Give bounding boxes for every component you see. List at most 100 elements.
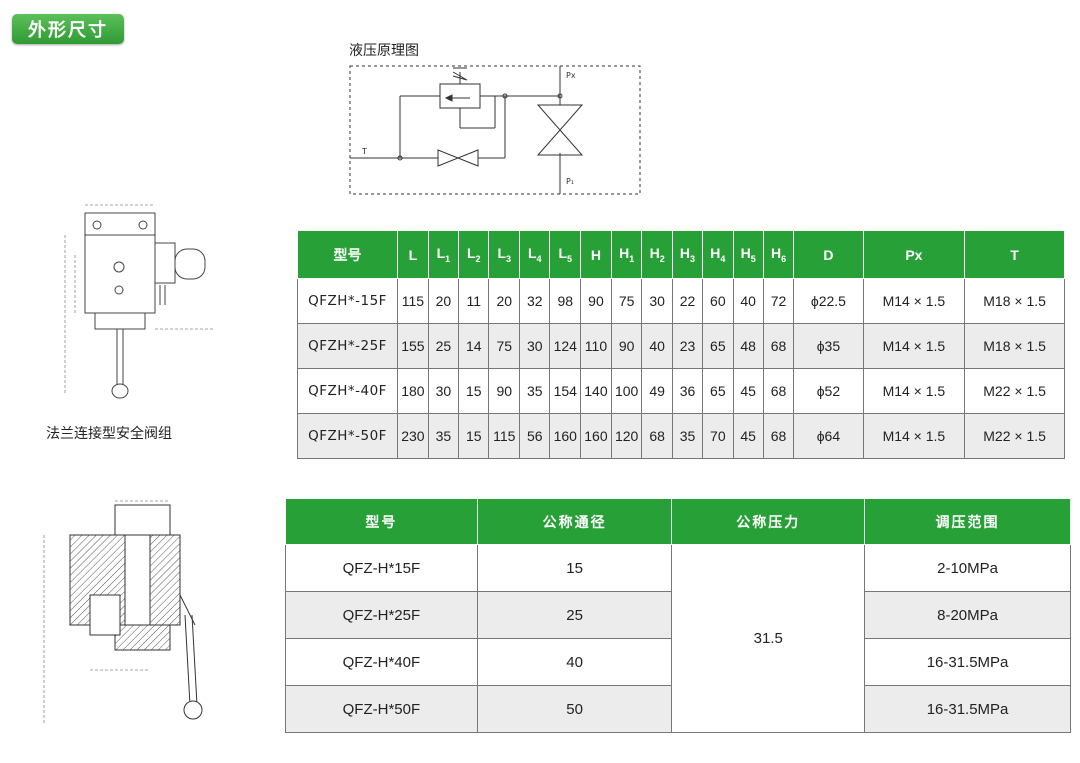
table-cell: 100 bbox=[610, 368, 643, 414]
table-row: QFZH*-15F 115 20 11 20 32 98 90 75 30 22… bbox=[296, 278, 1065, 324]
table-cell: 15 bbox=[458, 413, 490, 459]
col-header: H4 bbox=[702, 230, 734, 279]
cell-nominal-pressure: 31.5 bbox=[671, 544, 866, 733]
table-cell: 20 bbox=[488, 278, 521, 324]
cell-bore: 25 bbox=[476, 591, 673, 639]
col-header: L1 bbox=[427, 230, 460, 279]
table-cell: 155 bbox=[397, 323, 429, 369]
table-cell: 90 bbox=[580, 278, 612, 324]
table-cell: 230 bbox=[397, 413, 429, 459]
table-cell: 98 bbox=[549, 278, 582, 324]
table-cell: 45 bbox=[732, 368, 764, 414]
table-cell: 35 bbox=[519, 368, 551, 414]
col-header: L bbox=[397, 230, 429, 279]
table-header-row: 型号 L L1 L2 L3 L4 L5 H H1 H2 H3 H4 H5 H6 … bbox=[296, 230, 1065, 279]
cell-model: QFZH*-15F bbox=[296, 278, 399, 324]
table-cell: 68 bbox=[762, 323, 795, 369]
table-cell: 68 bbox=[641, 413, 673, 459]
table-cell: 90 bbox=[488, 368, 521, 414]
cell-range: 16-31.5MPa bbox=[864, 638, 1071, 686]
table-cell: 30 bbox=[641, 278, 673, 324]
hydraulic-schematic: Px P₁ T bbox=[349, 65, 641, 195]
table-cell: ϕ35 bbox=[793, 323, 864, 369]
table-cell: M22 × 1.5 bbox=[964, 413, 1065, 459]
valve-caption: 法兰连接型安全阀组 bbox=[46, 426, 172, 442]
table-row: QFZ-H*40F 40 16-31.5MPa bbox=[285, 638, 1071, 686]
table-cell: 40 bbox=[732, 278, 764, 324]
table-cell: 90 bbox=[610, 323, 643, 369]
table-row: QFZH*-50F 230 35 15 115 56 160 160 120 6… bbox=[296, 413, 1065, 459]
table-cell: M14 × 1.5 bbox=[862, 278, 966, 324]
col-header: L2 bbox=[458, 230, 490, 279]
pressure-spec-table: 型号 公称通径 公称压力 调压范围 QFZ-H*15F 15 31.5 2-10… bbox=[285, 498, 1071, 733]
col-header: H3 bbox=[671, 230, 704, 279]
table-cell: 140 bbox=[580, 368, 612, 414]
col-header: 公称通径 bbox=[476, 498, 673, 545]
table-cell: 70 bbox=[702, 413, 734, 459]
table-row: QFZ-H*25F 25 8-20MPa bbox=[285, 591, 1071, 639]
table-cell: 23 bbox=[671, 323, 704, 369]
cell-bore: 40 bbox=[476, 638, 673, 686]
cell-model: QFZ-H*15F bbox=[285, 544, 478, 592]
table-cell: M14 × 1.5 bbox=[862, 323, 966, 369]
cell-model: QFZ-H*50F bbox=[285, 685, 478, 733]
col-header: H1 bbox=[610, 230, 643, 279]
valve-outline-drawing bbox=[64, 204, 215, 399]
table-cell: 68 bbox=[762, 413, 795, 459]
label-px: Px bbox=[566, 71, 576, 80]
table-cell: ϕ52 bbox=[793, 368, 864, 414]
col-header: L5 bbox=[549, 230, 582, 279]
table-cell: 115 bbox=[488, 413, 521, 459]
col-header: Px bbox=[862, 230, 966, 279]
table-cell: ϕ22.5 bbox=[793, 278, 864, 324]
cell-model: QFZ-H*25F bbox=[285, 591, 478, 639]
table-cell: 25 bbox=[427, 323, 460, 369]
col-header: 型号 bbox=[296, 230, 399, 279]
table-row: QFZH*-25F 155 25 14 75 30 124 110 90 40 … bbox=[296, 323, 1065, 369]
cell-model: QFZH*-50F bbox=[296, 413, 399, 459]
table-cell: 35 bbox=[671, 413, 704, 459]
table-cell: 72 bbox=[762, 278, 795, 324]
table-cell: 65 bbox=[702, 323, 734, 369]
table-cell: M22 × 1.5 bbox=[964, 368, 1065, 414]
table-cell: 22 bbox=[671, 278, 704, 324]
col-header: H bbox=[580, 230, 612, 279]
schematic-title: 液压原理图 bbox=[349, 43, 419, 59]
section-title: 外形尺寸 bbox=[12, 14, 124, 44]
col-header: L4 bbox=[519, 230, 551, 279]
table-cell: M18 × 1.5 bbox=[964, 278, 1065, 324]
dimension-table: 型号 L L1 L2 L3 L4 L5 H H1 H2 H3 H4 H5 H6 … bbox=[296, 230, 1065, 459]
table-cell: 154 bbox=[549, 368, 582, 414]
table-cell: 15 bbox=[458, 368, 490, 414]
valve-section-drawing bbox=[43, 500, 203, 725]
table-cell: 60 bbox=[702, 278, 734, 324]
cell-model: QFZH*-40F bbox=[296, 368, 399, 414]
table-cell: 180 bbox=[397, 368, 429, 414]
table-cell: 35 bbox=[427, 413, 460, 459]
cell-bore: 50 bbox=[476, 685, 673, 733]
table-cell: 14 bbox=[458, 323, 490, 369]
col-header: D bbox=[793, 230, 864, 279]
table-cell: 30 bbox=[519, 323, 551, 369]
table-cell: 45 bbox=[732, 413, 764, 459]
col-header: 公称压力 bbox=[671, 498, 866, 545]
table-cell: 65 bbox=[702, 368, 734, 414]
table-cell: 120 bbox=[610, 413, 643, 459]
table-cell: 56 bbox=[519, 413, 551, 459]
cell-range: 8-20MPa bbox=[864, 591, 1071, 639]
table-cell: 32 bbox=[519, 278, 551, 324]
col-header: H5 bbox=[732, 230, 764, 279]
table-cell: 160 bbox=[549, 413, 582, 459]
cell-bore: 15 bbox=[476, 544, 673, 592]
label-t: T bbox=[361, 147, 367, 156]
col-header: H2 bbox=[641, 230, 673, 279]
table-cell: 68 bbox=[762, 368, 795, 414]
col-header: 调压范围 bbox=[864, 498, 1071, 545]
cell-model: QFZ-H*40F bbox=[285, 638, 478, 686]
col-header: H6 bbox=[762, 230, 795, 279]
table-cell: 20 bbox=[427, 278, 460, 324]
table-row: QFZ-H*50F 50 16-31.5MPa bbox=[285, 685, 1071, 733]
label-p1: P₁ bbox=[566, 177, 574, 186]
table-cell: M14 × 1.5 bbox=[862, 413, 966, 459]
table-row: QFZH*-40F 180 30 15 90 35 154 140 100 49… bbox=[296, 368, 1065, 414]
